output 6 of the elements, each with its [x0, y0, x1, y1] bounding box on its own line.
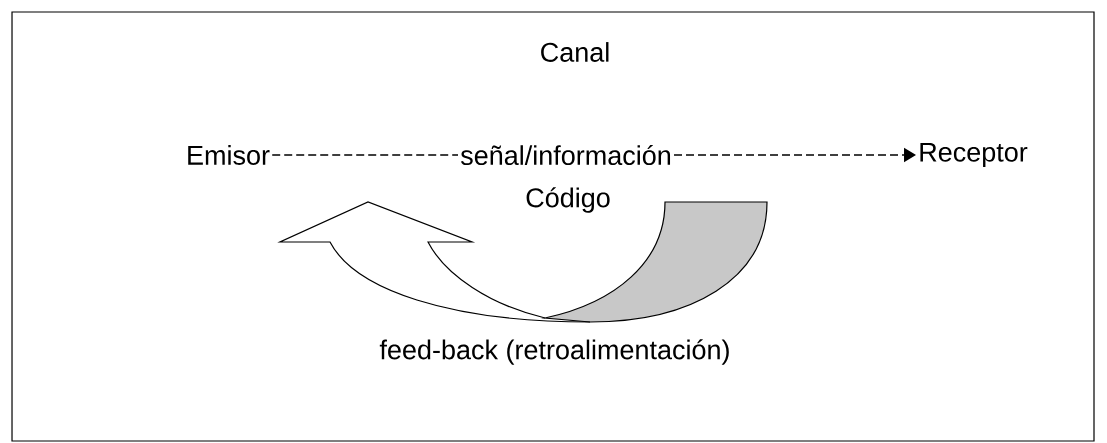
label-text: Canal — [541, 42, 609, 62]
label-text: Código — [526, 187, 610, 213]
node-text: Receptor — [920, 142, 1028, 168]
node-text: Emisor — [188, 145, 270, 165]
node-text: señal/información — [460, 144, 671, 166]
label-text: feed-back (retroalimentación) — [379, 339, 729, 365]
